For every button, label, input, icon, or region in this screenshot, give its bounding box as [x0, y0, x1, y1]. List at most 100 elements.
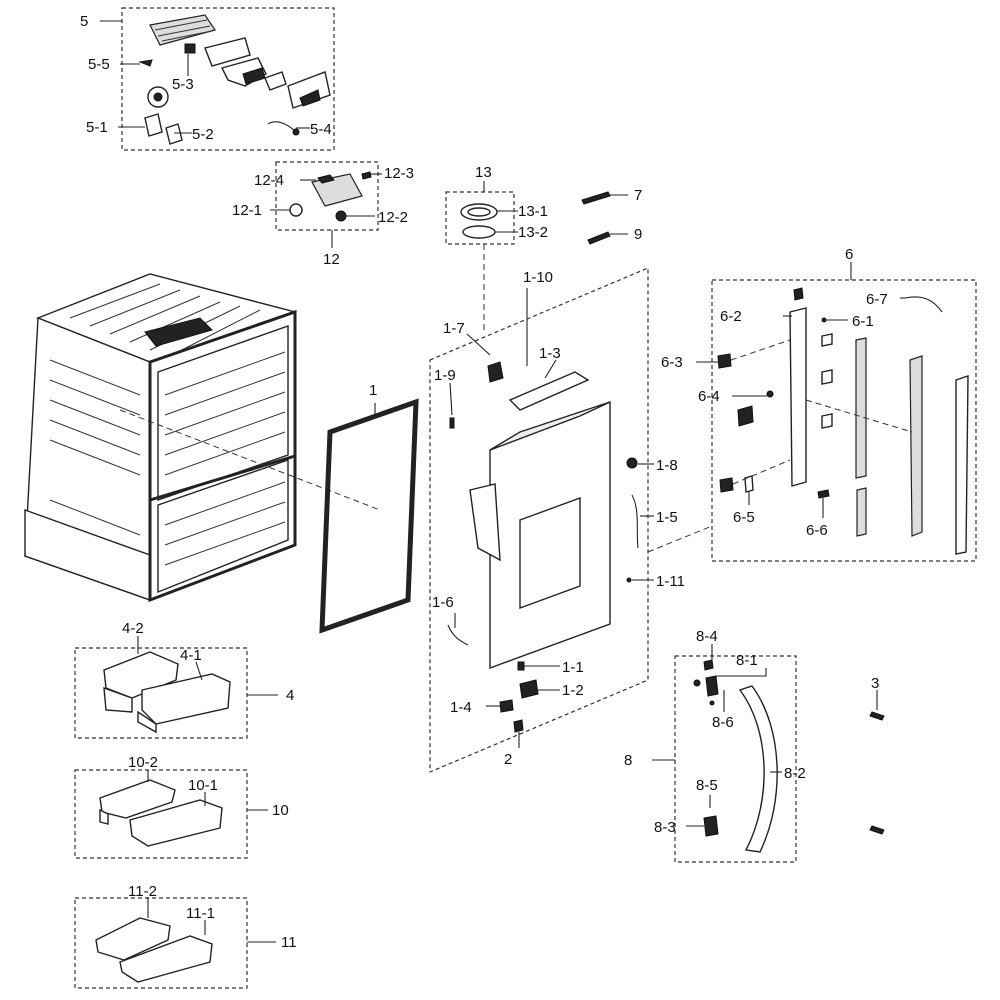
part-7: [581, 191, 611, 205]
label-8-6: 8-6: [712, 714, 734, 731]
part-1-8: [631, 494, 639, 549]
part-6-rail-a: [855, 337, 867, 479]
door-dispenser-side: [469, 483, 501, 562]
part-5-panel: [204, 37, 251, 67]
part-6-5: [744, 475, 754, 493]
label-8: 8: [624, 752, 632, 769]
group-3: 3: [869, 675, 885, 835]
group-4-box: [74, 647, 248, 739]
label-1-8: 1-5: [656, 509, 678, 526]
part-5-1: [144, 113, 163, 137]
part-1-5: [626, 577, 632, 583]
label-6: 6: [845, 246, 853, 263]
part-6-7: [904, 296, 943, 313]
group-1-box: [429, 267, 649, 773]
group-13: 13 13-1 13-2: [445, 164, 548, 330]
label-2: 1: [369, 382, 377, 399]
label-1-2: 1-4: [450, 699, 472, 716]
refrigerator-cabinet: [24, 273, 381, 603]
group-10: 10-2 10-1 10: [74, 754, 289, 859]
part-12-3: [361, 171, 372, 180]
group-8: 8-4 8-1 8-6 8 8-2 8-5 8-3: [624, 628, 806, 863]
part-8-2: [738, 685, 778, 853]
part-12-1: [289, 203, 303, 217]
label-11: 11: [281, 934, 297, 951]
part-3-a: [869, 711, 885, 721]
label-6-6: 6-6: [806, 522, 828, 539]
label-8-4: 8-4: [696, 628, 718, 645]
group-4: 4-2 4-1 4: [74, 620, 294, 739]
part-5-5: [138, 59, 153, 67]
label-1-6: 1-1: [562, 659, 584, 676]
label-11-1: 11-1: [186, 905, 215, 922]
label-1-9: 1-8: [656, 457, 678, 474]
part-8-4: [703, 659, 714, 671]
label-8-1: 8-1: [736, 652, 758, 669]
label-6-7: 6-7: [866, 291, 888, 308]
part-10-1: [129, 799, 223, 847]
part-4-1: [141, 673, 231, 725]
label-4-2: 4-2: [122, 620, 144, 637]
label-5-3: 5-3: [172, 76, 194, 93]
label-1-1: 1-2: [562, 682, 584, 699]
part-5-3: [184, 43, 196, 54]
label-5-4: 5-4: [310, 121, 332, 138]
group-11-box: [74, 897, 248, 989]
part-8-3: [703, 815, 719, 837]
part-1-4: [513, 719, 524, 733]
group-12-box: [275, 161, 379, 231]
part-5-cover: [287, 71, 331, 109]
part-1-3: [449, 417, 455, 429]
label-1-3: 1-9: [434, 367, 456, 384]
label-1-4: 2: [504, 751, 512, 768]
label-13-1: 13-1: [518, 203, 548, 220]
part-11-1: [119, 935, 213, 983]
part-6-1: [821, 317, 827, 323]
part-12-2: [335, 210, 347, 222]
group-8-box: [674, 655, 797, 863]
part-1-7: [508, 371, 590, 411]
part-3-b: [869, 825, 885, 835]
label-8-3: 8-3: [654, 819, 676, 836]
label-6-1: 6-1: [852, 313, 874, 330]
label-1-5: 1-11: [656, 573, 685, 590]
group-13-box: [445, 191, 515, 245]
label-12-2: 12-2: [378, 209, 408, 226]
label-6-4: 6-4: [698, 388, 720, 405]
part-6-3: [717, 353, 732, 369]
label-7: 7: [634, 187, 642, 204]
part-13-2: [462, 225, 496, 239]
label-12-4: 12-4: [254, 172, 284, 189]
part-6-2: [789, 307, 807, 487]
label-4: 4: [286, 687, 294, 704]
label-13: 13: [475, 164, 492, 181]
label-4-1: 4-1: [180, 647, 202, 664]
group-5: 5 5-5 5-3 5-1 5-2 5-4: [80, 7, 335, 151]
label-1: 1-10: [523, 269, 553, 286]
part-2-gasket: 1: [319, 382, 419, 634]
door-dispenser-window: [519, 496, 581, 610]
cabinet-front: [148, 309, 297, 603]
part-6-6: [817, 489, 830, 499]
part-9: [587, 231, 611, 245]
group-11: 11-2 11-1 11: [74, 883, 297, 989]
label-13-2: 13-2: [518, 224, 548, 241]
part-5-housing: [149, 14, 216, 46]
label-6-5: 6-5: [733, 509, 755, 526]
label-8-5: 8-5: [696, 777, 718, 794]
part-1-9: [626, 457, 638, 469]
label-1-11: 1-6: [432, 594, 454, 611]
part-6-rail-b: [909, 355, 923, 537]
label-10: 10: [272, 802, 289, 819]
part-5-2: [165, 123, 183, 145]
group-1-door: 1-10 1-7 1-3 1-9 1-8 1-5 1-11 1-6 1-1 1-…: [429, 267, 713, 773]
part-6-4: [766, 390, 774, 398]
group-5-box: [121, 7, 335, 151]
label-6-2: 6-2: [720, 308, 742, 325]
label-5-2: 5-2: [192, 126, 214, 143]
parts-7-9: 7 9: [581, 187, 642, 245]
label-1-7: 1-3: [539, 345, 561, 362]
part-8-1: [705, 675, 719, 697]
